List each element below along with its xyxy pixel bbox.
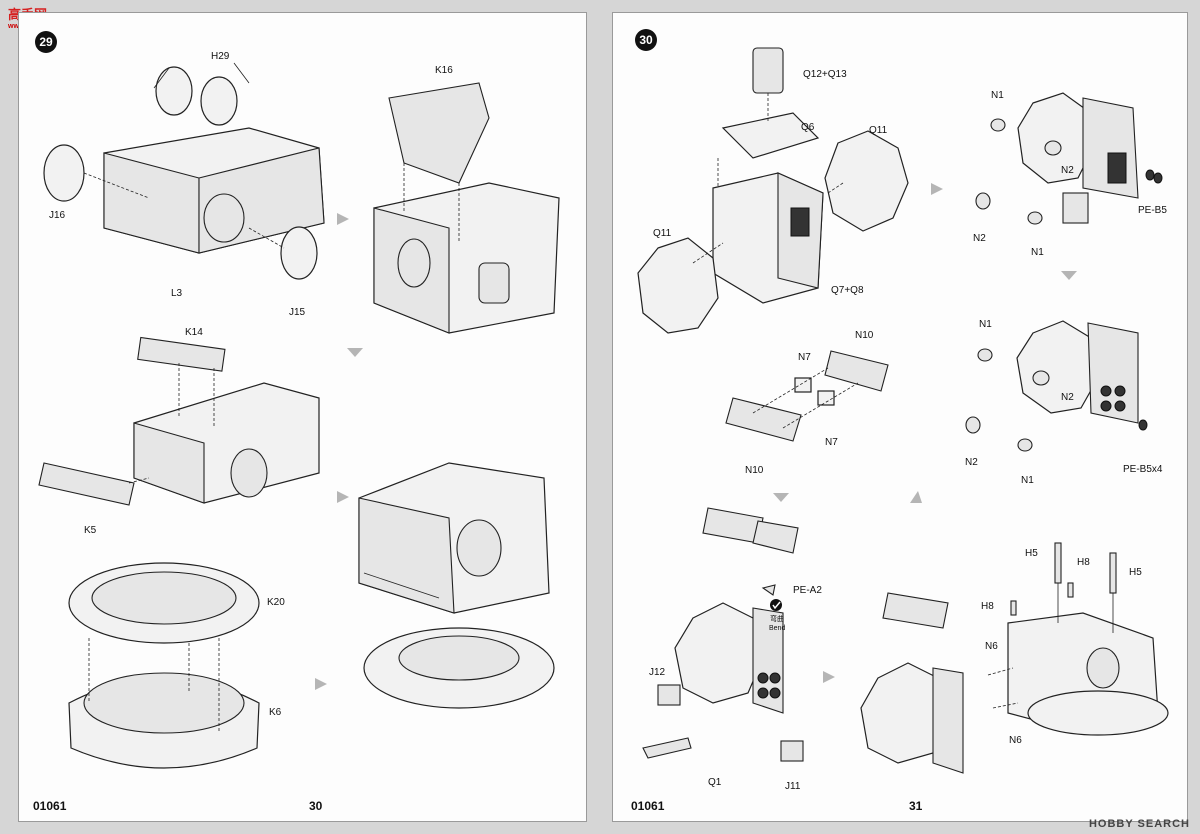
label-pe-a2: PE-A2 (793, 585, 822, 596)
label-n6: N6 (1009, 735, 1022, 746)
step-number-badge: 29 (35, 31, 57, 53)
step-number-badge: 30 (635, 29, 657, 51)
turret-assembly (358, 462, 555, 709)
radar-head-exploded (637, 47, 909, 334)
left-page-diagram: H29 J16 L3 J15 K16 K14 K5 (38, 51, 560, 769)
flow-arrow (823, 671, 835, 683)
radar-mount-assembly (642, 507, 804, 762)
bend-icon (770, 599, 782, 611)
flow-arrow (931, 183, 943, 195)
part-q11-right (824, 130, 909, 232)
label-h8: H8 (981, 601, 994, 612)
label-n10: N10 (745, 465, 764, 476)
ring-base-assembly (68, 562, 260, 769)
part-j11 (780, 740, 804, 762)
housing-assembly-a (43, 62, 325, 280)
left-page: 29 H29 J16 L3 J15 K16 (18, 12, 587, 822)
right-page-diagram: Q12+Q13 Q6 Q11 Q11 Q7+Q8 N1 N2 N2 PE-B5 … (637, 47, 1169, 792)
label-k5: K5 (84, 525, 97, 536)
flow-arrow (337, 213, 349, 225)
part-q11-left (637, 237, 719, 334)
label-bend-en: Bend (769, 625, 785, 632)
grill-assembly (725, 350, 889, 442)
label-j16: J16 (49, 210, 66, 221)
label-pe-b5x4: PE-B5x4 (1123, 464, 1163, 475)
label-h5: H5 (1129, 567, 1142, 578)
label-n2: N2 (1061, 165, 1074, 176)
label-q11: Q11 (653, 228, 672, 239)
right-page: 30 Q12+Q13 Q6 Q11 Q11 Q7+Q8 (612, 12, 1188, 822)
label-n7: N7 (798, 352, 811, 363)
part-j15-disc (280, 226, 318, 280)
label-k6: K6 (269, 707, 282, 718)
label-q6: Q6 (801, 122, 815, 133)
label-n1: N1 (991, 90, 1004, 101)
label-k20: K20 (267, 597, 285, 608)
label-l3: L3 (171, 288, 183, 299)
label-n7: N7 (825, 437, 838, 448)
label-n1: N1 (1031, 247, 1044, 258)
page-number: 31 (909, 799, 923, 813)
label-n2: N2 (973, 233, 986, 244)
final-assembly (860, 542, 1169, 774)
flow-arrow (1061, 271, 1077, 280)
label-h8: H8 (1077, 557, 1090, 568)
label-pe-b5: PE-B5 (1138, 205, 1167, 216)
label-n1: N1 (1021, 475, 1034, 486)
part-k16 (388, 82, 490, 184)
page-number: 30 (309, 799, 323, 813)
part-n10-bottom (725, 397, 802, 442)
label-k14: K14 (185, 327, 203, 338)
catalog-number: 01061 (631, 799, 665, 813)
flow-arrow (315, 678, 327, 690)
radar-head-detail-b (965, 320, 1148, 452)
label-k16: K16 (435, 65, 453, 76)
label-j15: J15 (289, 307, 306, 318)
housing-assembly-c (38, 336, 320, 506)
part-q12-q13 (752, 47, 784, 94)
label-j11: J11 (785, 781, 801, 792)
part-h29-ring (155, 66, 193, 116)
label-n2: N2 (1061, 392, 1074, 403)
label-q7-q8: Q7+Q8 (831, 285, 864, 296)
part-pe-a2 (761, 584, 776, 596)
radar-head-detail-a (975, 92, 1163, 225)
part-n2 (1044, 140, 1062, 156)
label-bend-cn: 弯曲 (770, 614, 784, 623)
flow-arrow (910, 491, 922, 503)
part-j12 (657, 684, 681, 706)
label-q11: Q11 (869, 125, 888, 136)
label-j12: J12 (649, 667, 666, 678)
label-n10: N10 (855, 330, 874, 341)
part-q1 (642, 737, 692, 759)
label-n1: N1 (979, 319, 992, 330)
housing-assembly-b (373, 82, 560, 334)
part-k5 (38, 462, 135, 506)
part-j16-disc (43, 144, 85, 202)
label-h5: H5 (1025, 548, 1038, 559)
part-n1 (990, 118, 1006, 132)
part-k14 (137, 336, 226, 372)
flow-arrow (773, 493, 789, 502)
label-q1: Q1 (708, 777, 722, 788)
watermark-search: HOBBY SEARCH (1088, 818, 1190, 830)
catalog-number: 01061 (33, 799, 67, 813)
flow-arrow (337, 491, 349, 503)
label-q12-q13: Q12+Q13 (803, 69, 847, 80)
part-n10-top (824, 350, 889, 392)
flow-arrow (347, 348, 363, 357)
label-h29: H29 (211, 51, 230, 62)
part-q6 (721, 112, 820, 159)
part-n7 (794, 377, 812, 393)
label-n6: N6 (985, 641, 998, 652)
label-n2: N2 (965, 457, 978, 468)
